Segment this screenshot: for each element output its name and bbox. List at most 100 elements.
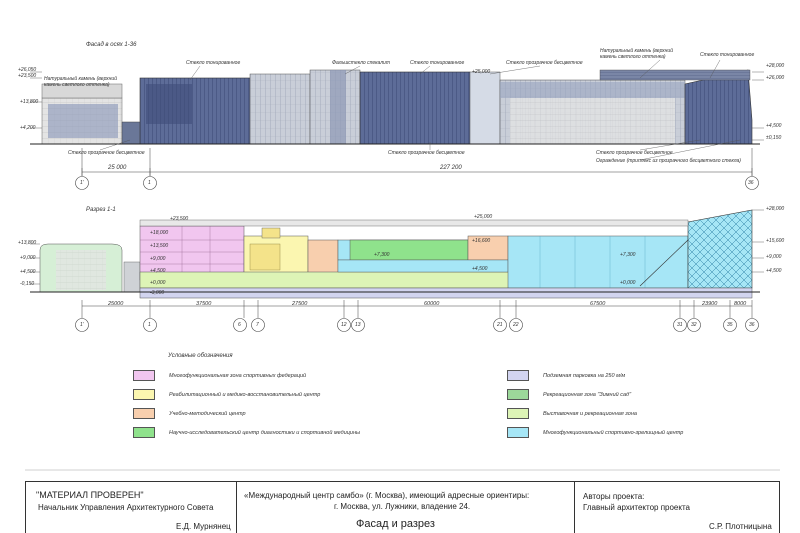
stamp-authors: Авторы проекта: <box>583 492 645 501</box>
legend-swatch <box>133 370 155 381</box>
section-level-left-4: -0,150 <box>20 281 35 287</box>
legend-item-research: Научно-исследовательский центр диагности… <box>133 426 360 439</box>
facade-level-right-3: +4,500 <box>766 123 782 129</box>
section-inner-level-6: +0,000 <box>150 280 166 286</box>
legend-item-arena: Многофункциональный спортивно-зрелищный … <box>507 426 683 439</box>
section-level-mid: +25,000 <box>474 214 493 220</box>
facade-callout-railing: Ограждение (триплекс из прозрачного бесц… <box>596 158 741 164</box>
title-block: "МАТЕРИАЛ ПРОВЕРЕН" Начальник Управления… <box>25 481 780 533</box>
legend-item-rehab: Реабилитационный и медико-восстановитель… <box>133 388 320 401</box>
section-level-right-4: +4,500 <box>766 268 782 274</box>
legend-swatch <box>507 389 529 400</box>
section-inner-level-10: +4,500 <box>472 266 488 272</box>
section-level-right-2: +15,600 <box>766 238 785 244</box>
legend-label: Подземная парковка на 250 м/м <box>543 372 626 379</box>
section-inner-level-3: +13,500 <box>150 243 169 249</box>
legend-item-training: Учебно-методический центр <box>133 407 246 420</box>
section-level-left-3: +4,500 <box>20 269 36 275</box>
legend-swatch <box>133 427 155 438</box>
section-dim-5: 67500 <box>590 301 606 307</box>
stamp-chief: Главный архитектор проекта <box>583 503 690 512</box>
section-inner-level-9: +7,300 <box>374 252 390 258</box>
legend-title: Условные обозначения <box>168 353 233 359</box>
stamp-position: Начальник Управления Архитектурного Сове… <box>38 503 214 512</box>
section-axis-13: 13 <box>355 322 361 328</box>
stamp-divider <box>574 482 575 533</box>
legend-swatch <box>507 408 529 419</box>
facade-level-right-1: +28,000 <box>766 63 785 69</box>
facade-callout-clear-4: Стекло прозрачное бесцветное <box>596 150 673 156</box>
legend-swatch <box>507 427 529 438</box>
stamp-chief-name: С.Р. Плотницына <box>709 522 772 531</box>
facade-callout-tinted-3: Стекло тонированное <box>700 52 755 58</box>
facade-level-left-4: +4,200 <box>20 125 36 131</box>
legend-label: Рекреационная зона "Зимний сад" <box>543 391 632 398</box>
stamp-checked: "МАТЕРИАЛ ПРОВЕРЕН" <box>36 490 144 500</box>
section-title: Разрез 1-1 <box>86 207 116 213</box>
legend-label: Реабилитационный и медико-восстановитель… <box>169 391 321 398</box>
section-axis-36: 36 <box>749 322 755 328</box>
stamp-sheet-title: Фасад и разрез <box>356 518 435 530</box>
legend-label: Многофункциональная зона спортивных феде… <box>169 372 307 379</box>
facade-title: Фасад в осях 1-36 <box>86 42 137 48</box>
stamp-checker: Е.Д. Мурнянец <box>176 522 231 531</box>
section-dim-1: 25000 <box>108 301 124 307</box>
legend-swatch <box>507 370 529 381</box>
section-axis-21: 21 <box>497 322 503 328</box>
section-axis-6: 6 <box>238 322 241 328</box>
facade-axis-1: 1 <box>148 180 151 186</box>
facade-level-left-2: +23,500 <box>18 73 37 79</box>
facade-callout-stone-left: Натуральный камень (верхний камень светл… <box>44 76 117 88</box>
facade-elevation <box>30 59 764 190</box>
facade-callout-clear-2: Стекло прозрачное бесцветное <box>68 150 145 156</box>
facade-level-mid: +25,000 <box>472 69 491 75</box>
facade-callout-clear-3: Стекло прозрачное бесцветное <box>388 150 465 156</box>
section-dim-2: 37500 <box>196 301 212 307</box>
section-inner-level-4: +9,000 <box>150 256 166 262</box>
facade-axis-1p: 1' <box>80 180 84 186</box>
legend-label: Научно-исследовательский центр диагности… <box>169 429 361 436</box>
facade-callout-stone-right: Натуральный камень (верхний камень светл… <box>600 48 673 60</box>
legend-item-exhibition: Выставочная и рекреационная зона <box>507 407 637 420</box>
section-inner-level-5: +4,500 <box>150 268 166 274</box>
section-axis-1: 1 <box>148 322 151 328</box>
section-dim-7: 8000 <box>734 301 747 307</box>
section-axis-31: 31 <box>677 322 683 328</box>
section-dim-4: 60000 <box>424 301 440 307</box>
section-inner-level-12: +0,000 <box>620 280 636 286</box>
section-axis-1p: 1' <box>80 322 84 328</box>
legend-item-parking: Подземная парковка на 250 м/м <box>507 369 625 382</box>
section-cut <box>30 209 764 332</box>
facade-dim-main: 227 200 <box>440 165 462 171</box>
section-axis-32: 32 <box>691 322 697 328</box>
facade-level-right-4: ±0,150 <box>766 135 782 141</box>
legend-label: Учебно-методический центр <box>169 410 246 417</box>
section-axis-35: 35 <box>727 322 733 328</box>
section-inner-level-1: +23,500 <box>170 216 189 222</box>
legend-swatch <box>133 389 155 400</box>
stamp-project-line1: «Международный центр самбо» (г. Москва),… <box>244 491 530 500</box>
facade-callout-spekalit: Фальшстекло спекалит <box>332 60 390 66</box>
facade-callout-tinted-2: Стекло тонированное <box>410 60 465 66</box>
facade-level-left-1: +26,050 <box>18 67 37 73</box>
legend-label: Многофункциональный спортивно-зрелищный … <box>543 429 684 436</box>
section-dim-3: 27500 <box>292 301 308 307</box>
section-level-right-1: +28,000 <box>766 206 785 212</box>
section-level-left-2: +9,000 <box>20 255 36 261</box>
legend-label: Выставочная и рекреационная зона <box>543 410 637 417</box>
section-axis-12: 12 <box>341 322 347 328</box>
section-level-left-1: +13,800 <box>18 240 37 246</box>
facade-dim-left: 25 000 <box>108 165 127 171</box>
stamp-divider <box>236 482 237 533</box>
facade-callout-clear-1: Стекло прозрачное бесцветное <box>506 60 583 66</box>
stamp-project-line2: г. Москва, ул. Лужники, владение 24. <box>334 502 471 511</box>
facade-level-right-2: +26,000 <box>766 75 785 81</box>
section-axis-7: 7 <box>256 322 259 328</box>
section-axis-22: 22 <box>513 322 519 328</box>
facade-axis-36: 36 <box>748 180 754 186</box>
section-inner-level-8: +16,600 <box>472 238 491 244</box>
section-inner-level-7: -3,000 <box>150 290 165 296</box>
legend-swatch <box>133 408 155 419</box>
section-dim-6: 23900 <box>702 301 718 307</box>
